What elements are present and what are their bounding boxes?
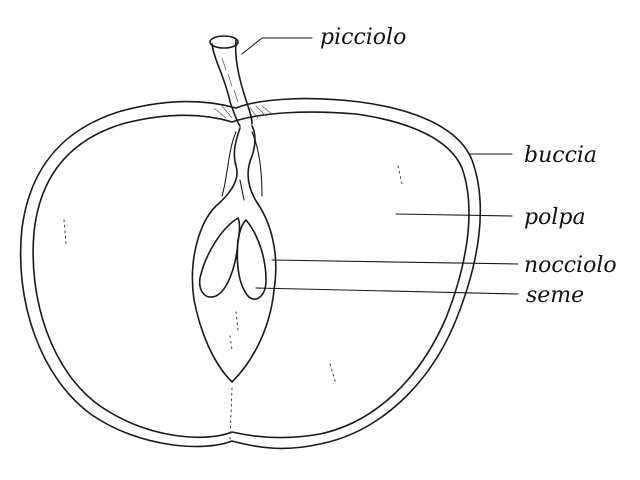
seed-right (236, 219, 267, 300)
flesh-dots-right-top (397, 165, 403, 185)
label-nocciolo: nocciolo (524, 253, 617, 278)
leader-nocciolo (271, 259, 519, 265)
label-polpa: polpa (524, 205, 586, 230)
apple-outer-outline (19, 97, 482, 450)
label-seme: seme (526, 283, 584, 308)
flesh-dots-right-bottom (329, 363, 337, 385)
leader-picciolo (241, 37, 313, 55)
core-dotted-marks (229, 311, 239, 351)
leader-seme (255, 287, 519, 295)
apple-inner-outline (32, 111, 470, 439)
carpel-line-right (251, 131, 263, 197)
core-outline (191, 125, 277, 383)
seed-left (198, 217, 241, 298)
carpel-line-left (221, 131, 237, 197)
stem-base-shading (213, 105, 273, 119)
stem-shading (221, 57, 239, 103)
flesh-dots-left (63, 219, 67, 245)
stem-top (209, 35, 239, 49)
stem (211, 39, 253, 127)
label-buccia: buccia (524, 143, 597, 168)
leader-polpa (395, 213, 513, 217)
label-picciolo: picciolo (320, 25, 406, 50)
core-center-line (239, 179, 245, 201)
